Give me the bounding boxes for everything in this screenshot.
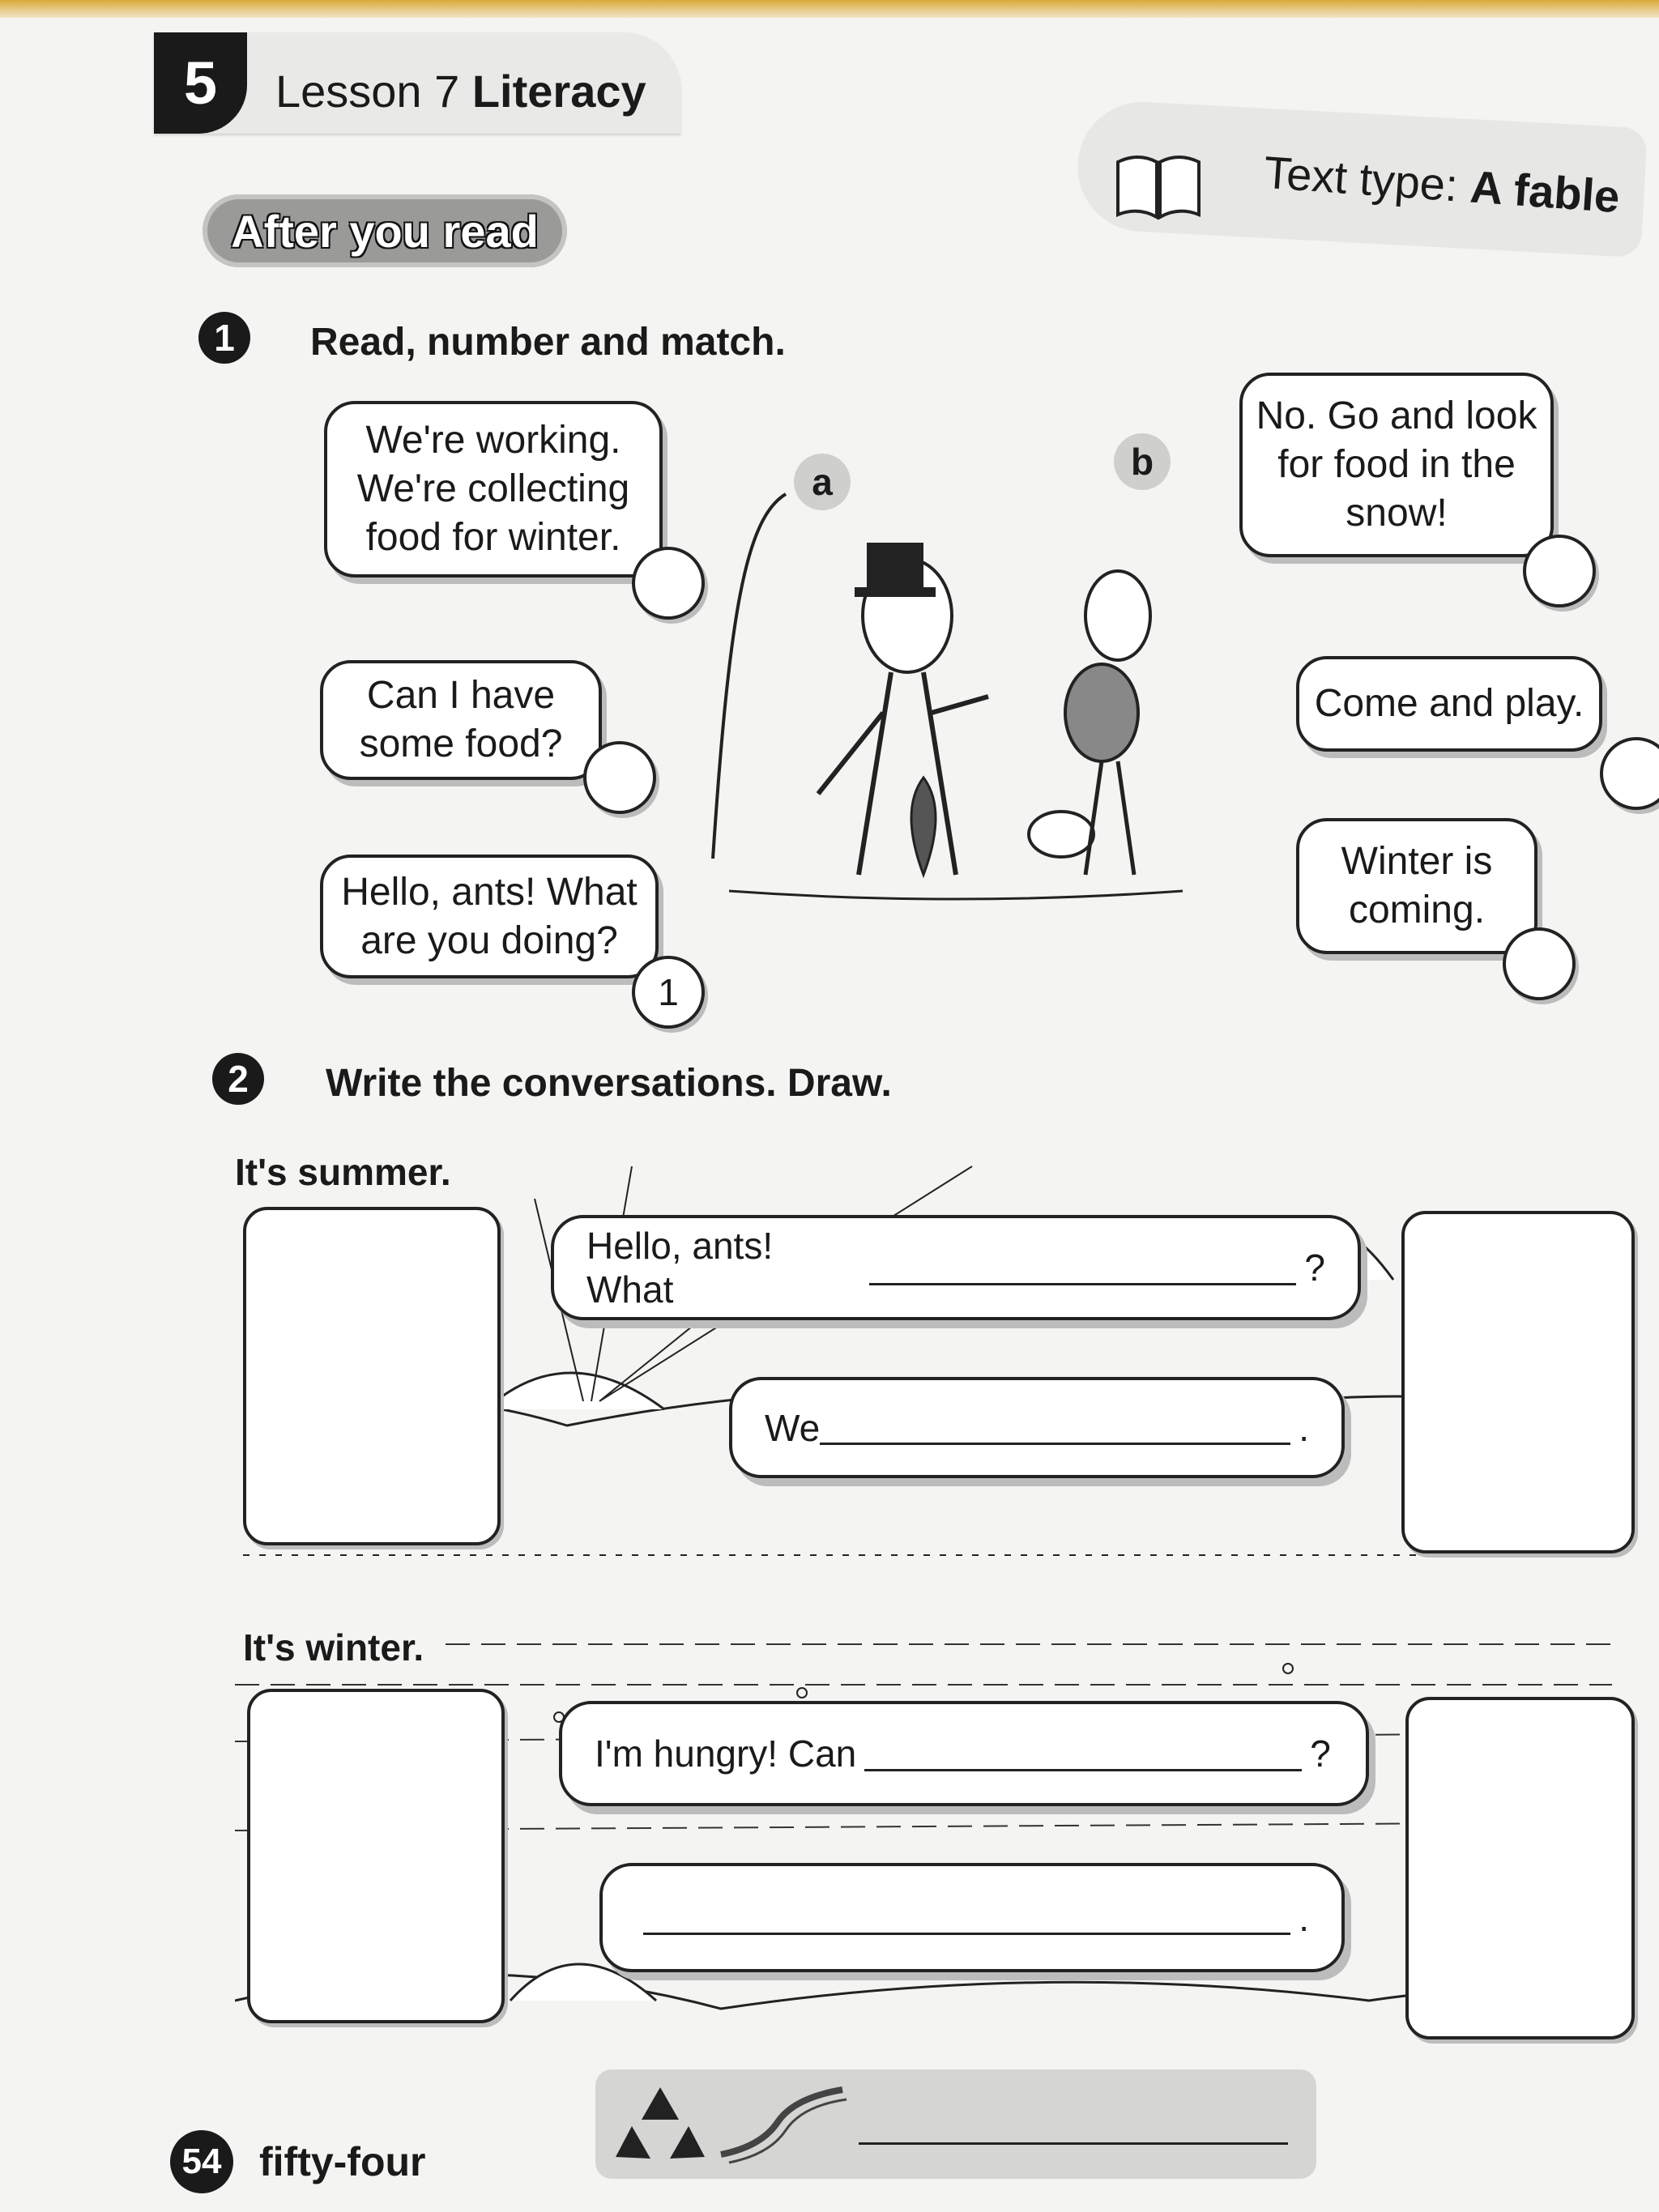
summer-question-answer-line[interactable] — [868, 1251, 1297, 1285]
winter-answer-line[interactable] — [643, 1900, 1291, 1935]
answer-circle-snow[interactable] — [1523, 535, 1596, 607]
bubble-text: We're working. We're collecting food for… — [356, 419, 630, 559]
speech-bubble-working: We're working. We're collecting food for… — [324, 401, 663, 578]
summer-answer-end: . — [1299, 1406, 1309, 1449]
book-icon — [1116, 156, 1201, 220]
winter-drawing-box-left[interactable] — [247, 1689, 505, 2023]
summer-question-prompt: Hello, ants! What — [586, 1225, 774, 1311]
river-icon — [720, 2086, 847, 2164]
unit-number: 5 — [154, 32, 247, 134]
summer-answer-prompt: We — [765, 1406, 821, 1449]
winter-drawing-box-right[interactable] — [1405, 1697, 1635, 2039]
winter-answer-end: . — [1299, 1896, 1309, 1939]
lesson-prefix: Lesson 7 — [275, 66, 460, 117]
winter-question-bubble: I'm hungry! Can ? — [559, 1701, 1369, 1806]
winter-label: It's winter. — [243, 1626, 424, 1669]
character-label-a: a — [794, 454, 851, 510]
bubble-text: Winter is coming. — [1341, 840, 1493, 931]
section-badge-text: After you read — [231, 205, 539, 257]
winter-question-answer-line[interactable] — [864, 1737, 1303, 1771]
speech-bubble-play: Come and play. — [1296, 656, 1602, 752]
bubble-text: Hello, ants! What are you doing? — [341, 870, 638, 962]
page-number-words: fifty-four — [259, 2139, 426, 2184]
exercise-1-instruction: Read, number and match. — [310, 321, 786, 364]
bubble-text: Come and play. — [1314, 682, 1584, 725]
text-type-value: A fable — [1468, 160, 1622, 223]
page-number: 54 — [170, 2130, 233, 2193]
answer-circle-winter[interactable] — [1503, 927, 1576, 1000]
recycle-answer-line[interactable] — [859, 2142, 1288, 2145]
answer-circle-play[interactable] — [1600, 737, 1659, 810]
recycle-bar — [595, 2069, 1316, 2179]
section-badge: After you read — [203, 194, 567, 267]
summer-label: It's summer. — [235, 1151, 451, 1193]
speech-bubble-hello: Hello, ants! What are you doing? — [320, 855, 659, 978]
exercise-2-instruction: Write the conversations. Draw. — [326, 1062, 892, 1105]
character-label-b: b — [1114, 433, 1171, 490]
answer-circle-food[interactable] — [583, 741, 656, 814]
summer-question-bubble: Hello, ants! What ? — [551, 1215, 1361, 1320]
exercise-1-number: 1 — [198, 312, 250, 364]
bubble-text: No. Go and look for food in the snow! — [1256, 394, 1537, 535]
summer-answer-bubble: We . — [729, 1377, 1345, 1478]
exercise-2-number: 2 — [212, 1053, 264, 1105]
answer-circle-hello[interactable]: 1 — [632, 956, 705, 1029]
recycle-icon — [616, 2087, 705, 2159]
winter-answer-bubble: . — [599, 1863, 1345, 1972]
answer-circle-working[interactable] — [632, 547, 705, 620]
grasshopper-ants-illustration — [711, 492, 1183, 901]
speech-bubble-snow: No. Go and look for food in the snow! — [1239, 373, 1554, 557]
bubble-text: Can I have some food? — [359, 674, 563, 765]
summer-question-end: ? — [1304, 1247, 1325, 1289]
speech-bubble-winter: Winter is coming. — [1296, 818, 1537, 954]
summer-drawing-box-right[interactable] — [1401, 1211, 1635, 1554]
winter-question-end: ? — [1310, 1733, 1331, 1775]
lesson-title: Lesson 7 Literacy — [275, 65, 646, 117]
top-edge — [0, 0, 1659, 18]
lesson-name: Literacy — [471, 66, 646, 117]
summer-answer-line[interactable] — [820, 1410, 1291, 1445]
winter-question-prompt: I'm hungry! Can — [595, 1733, 857, 1775]
speech-bubble-food: Can I have some food? — [320, 660, 602, 780]
summer-drawing-box-left[interactable] — [243, 1207, 501, 1545]
